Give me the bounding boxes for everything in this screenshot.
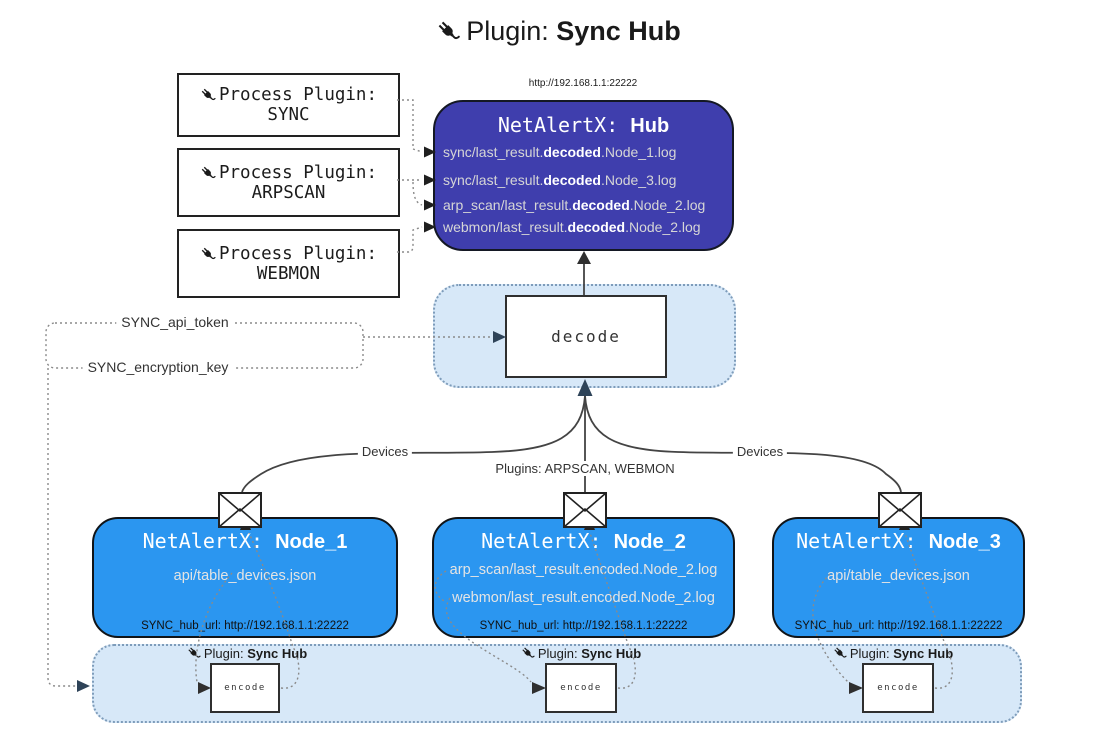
node3-title: NetAlertX: Node_3: [796, 529, 1001, 553]
encoder2-plugin-label: Plugin: Sync Hub: [521, 646, 641, 661]
encoder3-plugin-label: Plugin: Sync Hub: [833, 646, 953, 661]
hub-url-label: http://192.168.1.1:22222: [528, 78, 638, 89]
encode3-box: encode: [862, 663, 934, 713]
hub-log-line: sync/last_result.decoded.Node_1.log: [443, 144, 677, 160]
plug-icon: [200, 165, 217, 182]
process-plugin-box-arpscan: Process Plugin: ARPSCAN: [177, 148, 400, 217]
arrowhead-config-band: [77, 680, 90, 692]
edge-label-plugins: Plugins: ARPSCAN, WEBMON: [491, 461, 679, 476]
plug-icon: [200, 87, 217, 104]
plug-icon: [187, 646, 202, 661]
edge-webmon-to-hub-line4: [397, 226, 423, 253]
encode2-box: encode: [545, 663, 617, 713]
hub-log-line: arp_scan/last_result.decoded.Node_2.log: [443, 197, 706, 213]
edge-sync-to-hub-line1: [397, 99, 423, 153]
hub-title-bold: Hub: [630, 115, 670, 137]
node1-hub-url: SYNC_hub_url: http://192.168.1.1:22222: [141, 620, 349, 632]
hub-log-line: webmon/last_result.decoded.Node_2.log: [443, 219, 701, 235]
node2-file-line: arp_scan/last_result.encoded.Node_2.log: [449, 562, 718, 578]
node3-hub-url: SYNC_hub_url: http://192.168.1.1:22222: [794, 620, 1003, 632]
hub-title: NetAlertX: Hub: [433, 113, 734, 138]
encoder1-plugin-label: Plugin: Sync Hub: [187, 646, 307, 661]
plug-icon: [200, 246, 217, 263]
hub-title-prefix: NetAlertX:: [497, 113, 631, 137]
hub-box: [433, 100, 734, 251]
hub-log-line: sync/last_result.decoded.Node_3.log: [443, 172, 677, 188]
sync-encryption-key-label: SYNC_encryption_key: [82, 359, 234, 375]
edge-label-devices-right: Devices: [732, 444, 788, 459]
process-plugin-box-sync: Process Plugin: SYNC: [177, 73, 400, 137]
plug-icon: [521, 646, 536, 661]
node1-file-line: api/table_devices.json: [173, 568, 317, 584]
arrowhead-decode-hub: [577, 251, 591, 264]
process-plugin-label: Process Plugin:: [218, 243, 378, 264]
process-plugin-label: Process Plugin:: [218, 162, 378, 183]
edge-to-hub-line3: [412, 181, 423, 206]
page-title-prefix: Plugin:: [466, 16, 557, 46]
node2-file-line: webmon/last_result.encoded.Node_2.log: [452, 590, 715, 606]
process-plugin-label: Process Plugin:: [218, 85, 378, 105]
process-plugin-name: SYNC: [267, 105, 310, 125]
encode1-box: encode: [210, 663, 280, 713]
node3-file-line: api/table_devices.json: [827, 568, 970, 584]
edge-node1-to-decode: [241, 395, 586, 493]
page-title-bold: Sync Hub: [556, 16, 681, 46]
edge-label-devices-left: Devices: [357, 444, 413, 459]
plug-icon: [833, 646, 848, 661]
process-plugin-box-webmon: Process Plugin: WEBMON: [177, 229, 400, 298]
plug-icon: [436, 19, 462, 45]
process-plugin-name: WEBMON: [256, 263, 321, 284]
node2-hub-url: SYNC_hub_url: http://192.168.1.1:22222: [479, 620, 688, 632]
node2-title: NetAlertX: Node_2: [481, 529, 686, 553]
node1-title: NetAlertX: Node_1: [142, 529, 348, 553]
decode-box: decode: [505, 295, 667, 378]
process-plugin-name: ARPSCAN: [251, 182, 326, 203]
edge-config-to-band: [47, 368, 76, 687]
page-title: Plugin: Sync Hub: [0, 16, 1117, 47]
node1-box: [92, 517, 398, 638]
sync-api-token-label: SYNC_api_token: [116, 314, 234, 330]
